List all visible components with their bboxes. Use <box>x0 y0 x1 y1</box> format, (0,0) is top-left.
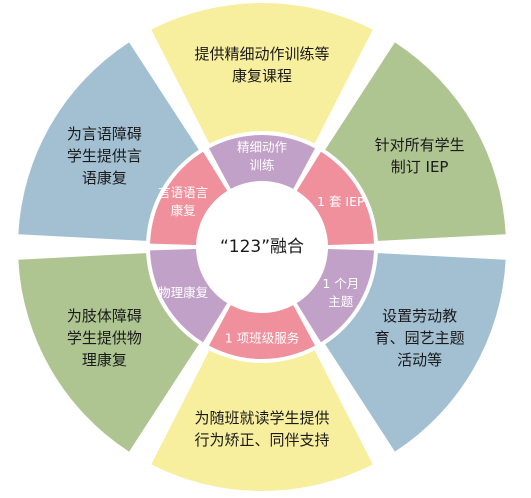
segment-fine-motor-label-line: 训练 <box>249 158 275 173</box>
segment-class-service-label-line: 1 项班级服务 <box>225 331 299 346</box>
segment-fine-motor-label: 精细动作训练 <box>237 140 288 173</box>
segment-fine-motor <box>208 135 316 189</box>
segment-physical-therapy-label: 物理康复 <box>158 285 209 300</box>
segment-speech-language <box>150 151 228 245</box>
segment-one-iep-label: 1 套 IEP <box>317 194 365 209</box>
segment-labor-gardening <box>325 253 506 452</box>
segment-physical-therapy <box>150 249 228 343</box>
segment-speech-language-label-line: 言语语言 <box>158 185 208 200</box>
segment-labor-gardening-label: 设置劳动教育、园艺主题活动等 <box>375 307 465 369</box>
segment-iep-all-students-label-line: 制订 IEP <box>391 158 449 176</box>
segment-physical-rehab-label-line: 为肢体障碍 <box>67 307 142 325</box>
segment-physical-rehab <box>18 253 199 452</box>
segment-physical-rehab-label: 为肢体障碍学生提供物理康复 <box>67 307 142 369</box>
segment-fine-motor-course-label: 提供精细动作训练等康复课程 <box>194 45 329 85</box>
segment-one-iep-label-line: 1 套 IEP <box>317 194 365 209</box>
segment-inclusive-support <box>151 350 373 491</box>
segment-fine-motor-course-label-line: 提供精细动作训练等 <box>194 45 329 63</box>
segment-physical-rehab-label-line: 学生提供物 <box>67 329 142 347</box>
inner-ring: 精细动作训练 1 套 IEP 1 个月主题 1 项班级服务 物理康复 言语语言康复 <box>150 135 374 359</box>
segment-inclusive-support-label: 为随班就读学生提供行为矫正、同伴支持 <box>194 409 329 449</box>
segment-monthly-theme-label-line: 1 个月 <box>322 276 359 291</box>
segment-physical-rehab-label-line: 理康复 <box>82 351 127 369</box>
segment-inclusive-support-label-line: 为随班就读学生提供 <box>194 409 329 427</box>
center-disc <box>198 183 326 311</box>
segment-speech-rehab-label: 为言语障碍学生提供言语康复 <box>67 125 142 187</box>
segment-monthly-theme <box>296 249 374 343</box>
segment-one-iep <box>296 151 374 245</box>
segment-labor-gardening-label-line: 活动等 <box>397 351 442 369</box>
segment-speech-rehab-label-line: 语康复 <box>82 169 127 187</box>
segment-speech-language-label-line: 康复 <box>171 203 197 218</box>
segment-speech-language-label: 言语语言康复 <box>158 185 208 218</box>
segment-inclusive-support-label-line: 行为矫正、同伴支持 <box>194 431 329 449</box>
segment-labor-gardening-label-line: 育、园艺主题 <box>375 329 465 347</box>
segment-speech-rehab <box>18 42 199 241</box>
center-label: “123”融合 <box>220 237 304 257</box>
segment-physical-therapy-label-line: 物理康复 <box>158 285 209 300</box>
segment-fine-motor-label-line: 精细动作 <box>237 140 288 155</box>
segment-monthly-theme-label: 1 个月主题 <box>322 276 359 309</box>
segment-class-service-label: 1 项班级服务 <box>225 331 299 346</box>
segment-class-service <box>208 305 316 359</box>
segment-iep-all-students <box>325 42 506 241</box>
segment-iep-all-students-label-line: 针对所有学生 <box>375 136 465 154</box>
segment-labor-gardening-label-line: 设置劳动教 <box>382 307 457 325</box>
segment-speech-rehab-label-line: 为言语障碍 <box>67 125 142 143</box>
segment-fine-motor-course-label-line: 康复课程 <box>232 67 292 85</box>
segment-fine-motor-course <box>151 3 373 144</box>
segment-speech-rehab-label-line: 学生提供言 <box>67 147 142 165</box>
segment-iep-all-students-label: 针对所有学生制订 IEP <box>375 136 465 176</box>
segment-monthly-theme-label-line: 主题 <box>328 294 354 309</box>
